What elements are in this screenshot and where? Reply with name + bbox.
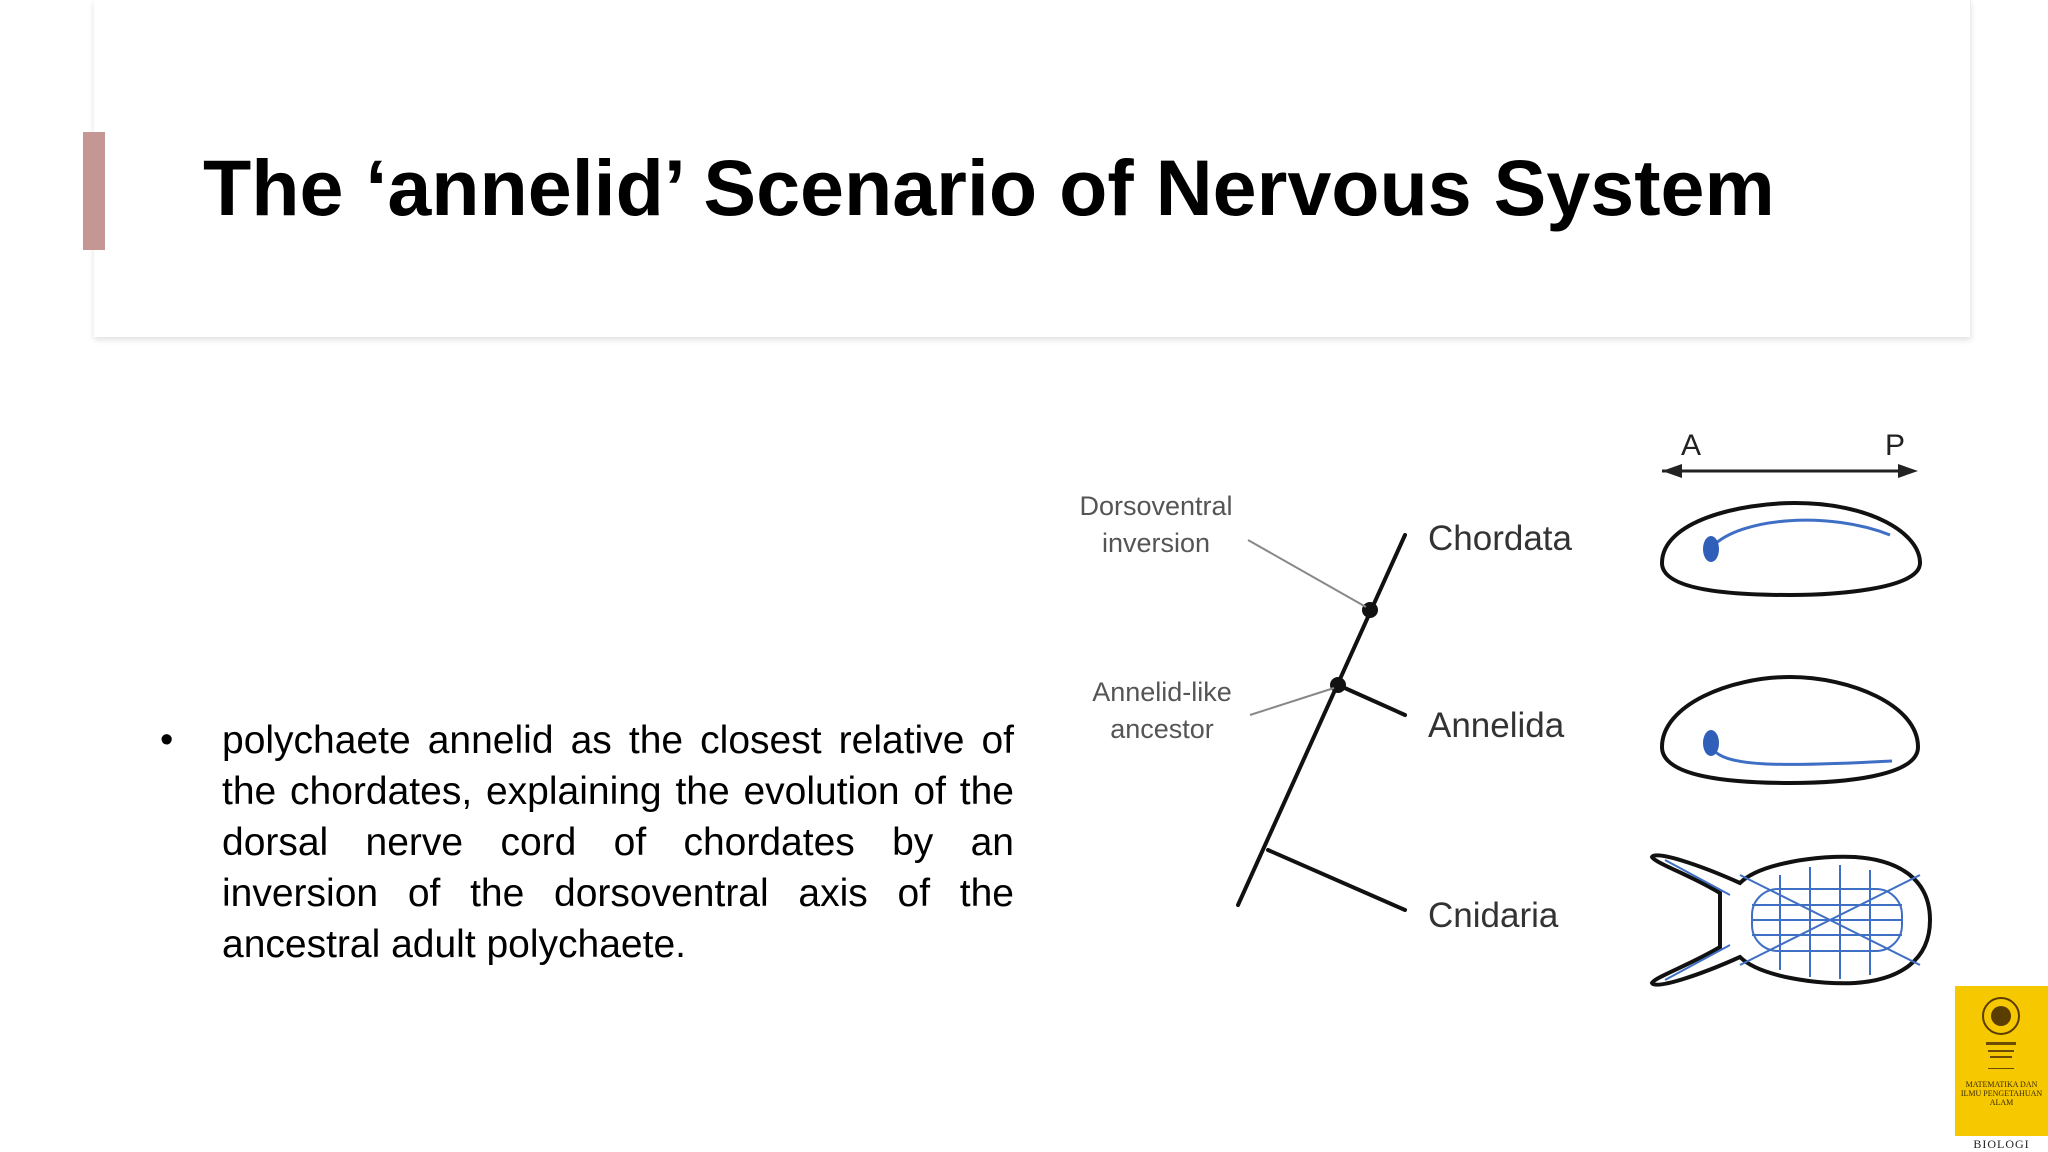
node2-label-line1: Annelid-like (1092, 677, 1232, 707)
node-label-lines (1247, 539, 1367, 716)
slide-title: The ‘annelid’ Scenario of Nervous System (203, 143, 1775, 232)
university-logo: MATEMATIKA DAN ILMU PENGETAHUAN ALAM BIO… (1955, 986, 2048, 1152)
logo-department-text: BIOLOGI (1955, 1136, 2048, 1152)
bullet-text: polychaete annelid as the closest relati… (222, 719, 1014, 966)
node-annelid-ancestor (1330, 677, 1346, 693)
annelida-body-illustration (1659, 674, 1921, 786)
phylogeny-tree (1236, 533, 1407, 912)
phylogeny-diagram: A P Dorsoventral inversion Annelid-like … (1079, 429, 1933, 987)
taxon-label-annelida: Annelida (1428, 706, 1565, 745)
node1-label-line2: inversion (1102, 528, 1210, 558)
title-card (94, 0, 1971, 337)
node1-label-line1: Dorsoventral (1079, 491, 1232, 521)
taxon-label-cnidaria: Cnidaria (1428, 896, 1559, 935)
tree-trunk (1236, 533, 1407, 907)
node-dorsoventral-inversion (1362, 602, 1378, 618)
university-seal-icon (1982, 997, 2020, 1069)
cnidaria-body-illustration (1649, 853, 1933, 987)
bullet-marker: • (160, 719, 174, 761)
node2-label-line2: ancestor (1110, 714, 1214, 744)
branch-cnidaria (1266, 848, 1407, 912)
axis-arrow (1662, 464, 1918, 478)
axis-label-p: P (1885, 429, 1905, 462)
branch-annelida (1336, 683, 1407, 717)
chordata-body-illustration (1659, 500, 1923, 598)
taxon-label-chordata: Chordata (1428, 519, 1573, 558)
axis-label-a: A (1681, 429, 1701, 462)
logo-faculty-text: MATEMATIKA DAN ILMU PENGETAHUAN ALAM (1960, 1080, 2043, 1107)
title-accent-bar (83, 132, 105, 250)
